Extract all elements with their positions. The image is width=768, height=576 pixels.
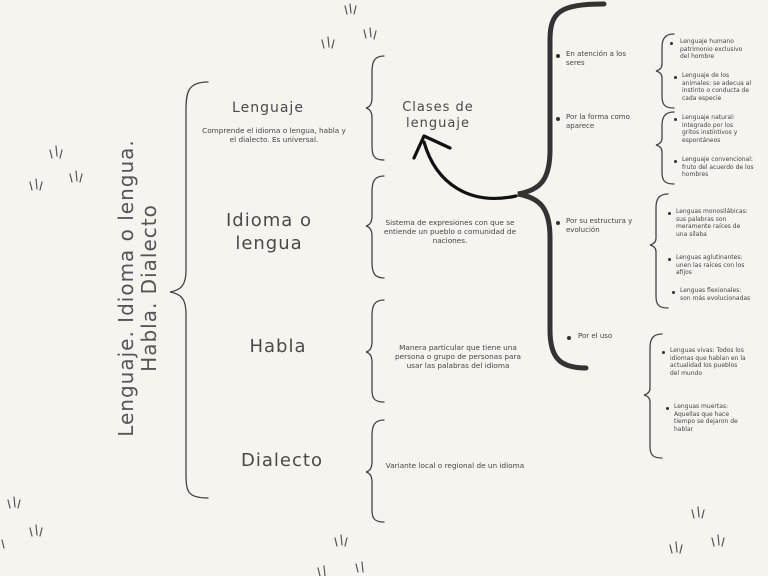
main-title: Lenguaje. Idioma o lengua. Habla. Dialec…	[114, 139, 161, 437]
bullet-dot	[670, 42, 673, 45]
heading-habla: Habla	[249, 336, 307, 357]
group-seres: En atención a los seres	[566, 50, 626, 67]
item-animales: Lenguaje de los animales: se adecua al i…	[682, 72, 752, 102]
arrow-head-icon	[412, 134, 452, 160]
brace-seres	[655, 33, 675, 109]
heading-dialecto: Dialecto	[241, 450, 323, 471]
brace-estructura	[649, 193, 669, 309]
bullet-dot	[668, 258, 671, 261]
grass-decoration	[1, 3, 725, 576]
bullet-dot	[556, 117, 560, 121]
brace-lenguaje	[365, 55, 385, 161]
group-estructura: Por su estructura y evolución	[566, 217, 633, 234]
bullet-dot	[672, 291, 675, 294]
heading-lenguaje: Lenguaje	[232, 100, 304, 116]
thick-brace	[517, 1, 607, 371]
clases-label: Clases de lenguaje	[402, 100, 474, 132]
main-brace	[169, 81, 209, 499]
desc-lenguaje: Comprende el idioma o lengua, habla y el…	[202, 126, 346, 145]
item-monosilabicas: Lenguas monosilábicas: sus palabras son …	[676, 208, 748, 238]
item-humano: Lenguaje humano patrimonio exclusivo del…	[680, 38, 743, 60]
item-flexionales: Lenguas flexionales: son más evolucionad…	[680, 287, 751, 302]
bullet-dot	[674, 160, 677, 163]
item-natural: Lenguaje natural: integrado por los grit…	[682, 114, 738, 144]
brace-dialecto	[365, 419, 385, 523]
bullet-dot	[674, 76, 677, 79]
item-vivas: Lenguas vivas: Todos los idiomas que hab…	[670, 347, 746, 377]
bullet-dot	[662, 351, 665, 354]
heading-idioma: Idioma o lengua	[225, 210, 313, 254]
arrow-curve	[422, 140, 518, 200]
brace-forma	[655, 111, 675, 185]
brace-idioma	[365, 175, 385, 279]
item-aglutinantes: Lenguas aglutinantes: unen las raíces co…	[676, 254, 745, 276]
desc-idioma: Sistema de expresiones con que se entien…	[383, 218, 517, 246]
bullet-dot	[668, 212, 671, 215]
group-forma: Por la forma como aparece	[566, 113, 630, 130]
item-convencional: Lenguaje convencional: fruto del acuerdo…	[682, 156, 754, 178]
bullet-dot	[674, 118, 677, 121]
bullet-dot	[556, 221, 560, 225]
brace-habla	[365, 299, 385, 403]
item-muertas: Lenguas muertas: Aquellas que hace tiemp…	[674, 403, 738, 433]
brace-uso	[643, 333, 663, 459]
bullet-dot	[666, 407, 669, 410]
bullet-dot	[556, 54, 560, 58]
desc-dialecto: Variante local o regional de un idioma	[385, 461, 525, 470]
bullet-dot	[567, 336, 571, 340]
group-uso: Por el uso	[578, 332, 613, 340]
desc-habla: Manera particular que tiene una persona …	[395, 343, 521, 371]
